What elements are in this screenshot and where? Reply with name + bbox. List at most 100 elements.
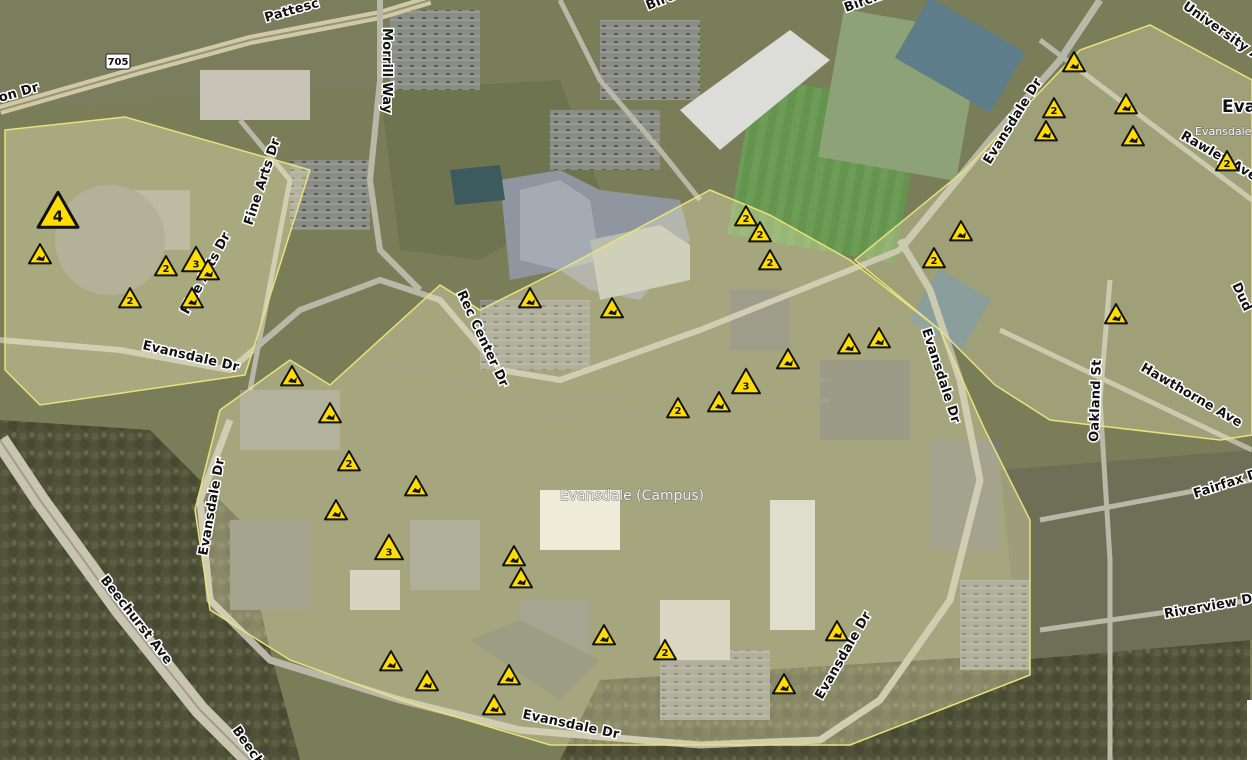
incident-marker[interactable] xyxy=(1121,125,1145,147)
incident-cluster-marker[interactable]: 3 xyxy=(374,533,404,561)
crash-icon xyxy=(526,299,535,305)
warning-triangle-icon xyxy=(949,220,973,242)
crash-icon xyxy=(1122,105,1131,111)
incident-cluster-marker[interactable]: 2 xyxy=(922,247,946,269)
crash-icon xyxy=(490,706,499,712)
warning-triangle-icon xyxy=(666,397,690,419)
incident-cluster-marker[interactable]: 2 xyxy=(154,255,178,277)
incident-cluster-marker[interactable]: 2 xyxy=(748,221,772,243)
incident-marker[interactable] xyxy=(776,348,800,370)
crash-icon xyxy=(326,414,335,420)
incident-cluster-marker[interactable]: 2 xyxy=(666,397,690,419)
incident-marker[interactable] xyxy=(837,333,861,355)
warning-triangle-icon xyxy=(154,255,178,277)
campus-boundary-polygons[interactable] xyxy=(4,24,1252,746)
crash-icon xyxy=(188,299,197,305)
incident-cluster-marker[interactable]: 2 xyxy=(1042,97,1066,119)
incident-cluster-marker[interactable]: 2 xyxy=(653,639,677,661)
incident-marker[interactable] xyxy=(324,499,348,521)
marker-count: 2 xyxy=(743,214,750,225)
incident-marker[interactable] xyxy=(502,545,526,567)
incident-marker[interactable] xyxy=(196,259,220,281)
incident-cluster-marker[interactable]: 3 xyxy=(731,367,761,395)
warning-triangle-icon xyxy=(592,624,616,646)
incident-marker[interactable] xyxy=(1104,303,1128,325)
crash-icon xyxy=(608,309,617,315)
incident-marker[interactable] xyxy=(600,297,624,319)
incident-marker[interactable] xyxy=(379,650,403,672)
warning-triangle-icon xyxy=(731,367,761,395)
crash-icon xyxy=(1042,132,1051,138)
crash-icon xyxy=(36,255,45,261)
street-morrill-way: Morrill Way xyxy=(379,28,394,114)
incident-marker[interactable] xyxy=(707,391,731,413)
incident-marker[interactable] xyxy=(482,694,506,716)
incident-marker[interactable] xyxy=(518,287,542,309)
warning-triangle-icon xyxy=(734,205,758,227)
marker-count: 2 xyxy=(1224,159,1231,170)
incident-cluster-marker[interactable]: 3 xyxy=(181,245,211,273)
polygon-evansdale-campus-zone[interactable] xyxy=(194,189,1031,746)
incident-marker[interactable] xyxy=(825,620,849,642)
crash-icon xyxy=(387,662,396,668)
incident-cluster-marker[interactable]: 2 xyxy=(734,205,758,227)
incident-marker[interactable] xyxy=(404,475,428,497)
marker-count: 2 xyxy=(127,296,134,307)
polygon-creative-arts-zone[interactable] xyxy=(4,116,311,406)
incident-marker[interactable] xyxy=(1034,120,1058,142)
incident-marker[interactable] xyxy=(867,327,891,349)
marker-count: 3 xyxy=(743,381,750,392)
warning-triangle-icon xyxy=(502,545,526,567)
warning-triangle-icon xyxy=(867,327,891,349)
crash-icon xyxy=(780,685,789,691)
incident-marker[interactable] xyxy=(280,365,304,387)
small-label-evansdale: Evansdale xyxy=(1195,125,1252,138)
incident-marker[interactable] xyxy=(592,624,616,646)
warning-triangle-icon xyxy=(1042,97,1066,119)
warning-triangle-icon xyxy=(509,567,533,589)
incident-marker[interactable] xyxy=(28,243,52,265)
incident-marker[interactable] xyxy=(1062,51,1086,73)
incident-marker[interactable] xyxy=(415,670,439,692)
crash-icon xyxy=(957,232,966,238)
incident-marker[interactable] xyxy=(497,664,521,686)
route-shield-705: 705 xyxy=(105,53,131,70)
incident-cluster-marker[interactable]: 4 xyxy=(36,190,80,229)
incident-cluster-marker[interactable]: 2 xyxy=(758,249,782,271)
crash-icon xyxy=(510,557,519,563)
incident-marker[interactable] xyxy=(180,287,204,309)
marker-count: 2 xyxy=(767,258,774,269)
crash-icon xyxy=(423,682,432,688)
marker-count: 3 xyxy=(386,547,393,558)
warning-triangle-icon xyxy=(1114,93,1138,115)
incident-cluster-marker[interactable]: 2 xyxy=(337,450,361,472)
crash-icon xyxy=(517,579,526,585)
crash-icon xyxy=(1129,137,1138,143)
incident-cluster-marker[interactable]: 2 xyxy=(1215,150,1239,172)
incident-marker[interactable] xyxy=(1114,93,1138,115)
warning-triangle-icon xyxy=(776,348,800,370)
marker-count: 2 xyxy=(662,648,669,659)
warning-triangle-icon xyxy=(36,190,80,229)
incident-cluster-marker[interactable]: 2 xyxy=(118,287,142,309)
warning-triangle-icon xyxy=(600,297,624,319)
warning-triangle-icon xyxy=(1215,150,1239,172)
crash-icon xyxy=(1070,63,1079,69)
incident-marker[interactable] xyxy=(318,402,342,424)
marker-count: 3 xyxy=(193,259,200,270)
polygon-east-residential-zone[interactable] xyxy=(853,24,1252,441)
incident-marker[interactable] xyxy=(949,220,973,242)
crash-icon xyxy=(1112,315,1121,321)
warning-triangle-icon xyxy=(748,221,772,243)
marker-count: 2 xyxy=(163,264,170,275)
incident-marker[interactable] xyxy=(509,567,533,589)
svg-text:705: 705 xyxy=(108,57,129,68)
crash-icon xyxy=(204,271,213,277)
place-label-evansdale: Eva xyxy=(1222,97,1252,117)
warning-triangle-icon xyxy=(518,287,542,309)
incident-marker[interactable] xyxy=(772,673,796,695)
crash-icon xyxy=(845,345,854,351)
